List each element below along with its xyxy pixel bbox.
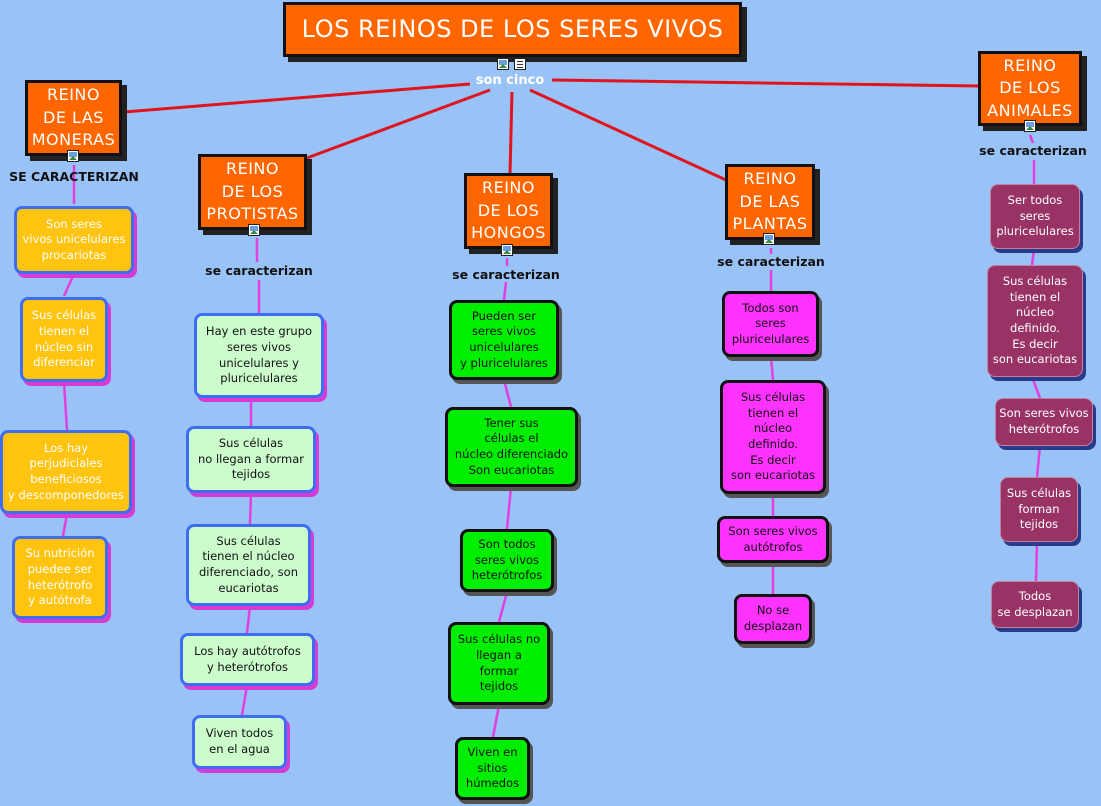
kingdom-protistas[interactable]: REINO DE LOS PROTISTAS xyxy=(198,154,307,230)
main-links xyxy=(123,78,979,182)
moneras-concept[interactable]: Sus células tienen el núcleo sin diferen… xyxy=(20,297,108,382)
branch-animales xyxy=(1030,248,1036,266)
branch-hongos xyxy=(502,281,508,301)
branch-protistas xyxy=(245,605,252,634)
protistas-concept[interactable]: Hay en este grupo seres vivos unicelular… xyxy=(194,313,324,398)
link-root-animales xyxy=(551,78,979,88)
animales-concept[interactable]: Todos se desplazan xyxy=(991,581,1079,628)
plantas-concept[interactable]: Sus células tienen el núcleo definido. E… xyxy=(720,380,826,494)
branch-animales xyxy=(1035,445,1042,478)
branch-hongos xyxy=(497,591,509,623)
kingdom-plantas[interactable]: REINO DE LAS PLANTAS xyxy=(725,164,815,240)
branch-animales xyxy=(1028,134,1035,144)
animales-concept[interactable]: Sus células tienen el núcleo definido. E… xyxy=(987,265,1083,377)
link-root-moneras xyxy=(123,82,471,114)
animales-concept[interactable]: Sus células forman tejidos xyxy=(1000,477,1078,542)
link-label-animales: se caracterizan xyxy=(979,143,1087,158)
branch-plantas xyxy=(769,356,775,381)
link-root-protistas xyxy=(287,88,491,167)
animales-concept[interactable]: Son seres vivos heterótrofos xyxy=(995,398,1093,446)
protistas-concept[interactable]: Sus células no llegan a formar tejidos xyxy=(186,426,316,493)
image-icon[interactable] xyxy=(501,244,513,256)
image-icon[interactable] xyxy=(763,233,775,245)
protistas-concept[interactable]: Sus células tienen el núcleo diferenciad… xyxy=(186,524,311,606)
branch-hongos xyxy=(491,704,501,738)
moneras-concept[interactable]: Su nutrición puedee ser heterótrofo y au… xyxy=(12,536,108,619)
image-icon[interactable] xyxy=(248,224,260,236)
branch-moneras xyxy=(62,381,69,431)
link-root-hongos xyxy=(508,91,514,175)
map-title: LOS REINOS DE LOS SERES VIVOS xyxy=(283,2,742,57)
hongos-concept[interactable]: Son todos seres vivos heterótrofos xyxy=(460,529,554,592)
root-link-label: son cinco xyxy=(475,73,545,88)
image-icon[interactable] xyxy=(67,150,79,162)
kingdom-hongos[interactable]: REINO DE LOS HONGOS xyxy=(464,173,553,249)
link-root-plantas xyxy=(529,88,727,182)
branch-hongos xyxy=(502,379,513,408)
hongos-concept[interactable]: Tener sus células el núcleo diferenciado… xyxy=(445,407,578,487)
link-label-protistas: se caracterizan xyxy=(205,263,313,278)
branch-moneras xyxy=(62,273,76,297)
animales-concept[interactable]: Ser todos seres pluricelulares xyxy=(990,184,1080,249)
moneras-concept[interactable]: Los hay perjudiciales beneficiosos y des… xyxy=(0,430,132,514)
branch-protistas xyxy=(248,492,253,525)
link-label-moneras: SE CARACTERIZAN xyxy=(9,169,139,184)
kingdom-animales[interactable]: REINO DE LOS ANIMALES xyxy=(978,51,1082,126)
branch-animales xyxy=(1030,376,1042,399)
hongos-concept[interactable]: Sus células no llegan a formar tejidos xyxy=(448,622,550,705)
plantas-concept[interactable]: Todos son seres pluricelulares xyxy=(722,291,819,357)
hongos-concept[interactable]: Pueden ser seres vivos unicelulares y pl… xyxy=(449,300,559,380)
branch-links xyxy=(61,134,1042,738)
moneras-concept[interactable]: Son seres vivos unicelulares procariotas xyxy=(14,206,134,274)
plantas-concept[interactable]: Son seres vivos autótrofos xyxy=(717,516,829,563)
branch-moneras xyxy=(61,513,69,537)
branch-animales xyxy=(1034,541,1039,582)
link-label-plantas: se caracterizan xyxy=(717,254,825,269)
branch-protistas xyxy=(240,685,249,716)
protistas-concept[interactable]: Viven todos en el agua xyxy=(192,715,287,769)
link-label-hongos: se caracterizan xyxy=(452,267,560,282)
protistas-concept[interactable]: Los hay autótrofos y heterótrofos xyxy=(180,633,315,686)
hongos-concept[interactable]: Viven en sitios húmedos xyxy=(455,737,530,800)
kingdom-moneras[interactable]: REINO DE LAS MONERAS xyxy=(25,80,122,156)
branch-hongos xyxy=(505,486,513,530)
plantas-concept[interactable]: No se desplazan xyxy=(734,594,812,644)
image-icon[interactable] xyxy=(1024,120,1036,132)
image-icon[interactable] xyxy=(497,58,509,70)
document-icon[interactable] xyxy=(514,58,526,70)
